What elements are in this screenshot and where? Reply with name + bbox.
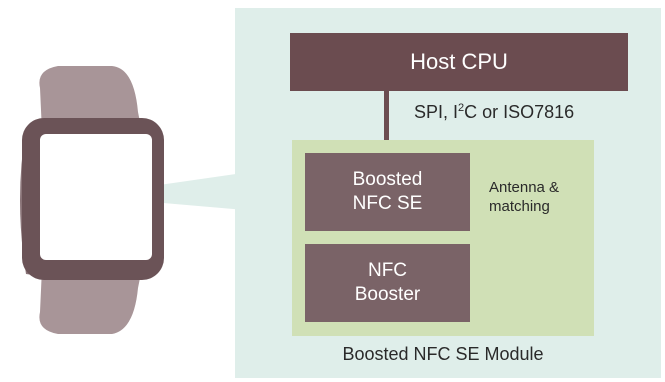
- bus-label-prefix: SPI, I: [414, 102, 459, 122]
- host-cpu-box: Host CPU: [290, 33, 628, 91]
- bus-connector-line: [384, 91, 389, 141]
- host-cpu-label: Host CPU: [410, 49, 508, 74]
- antenna-label-line2: matching: [489, 198, 550, 215]
- module-caption: Boosted NFC SE Module: [342, 344, 544, 364]
- booster-label-line1: NFC: [367, 260, 408, 281]
- se-label-line2: NFC SE: [352, 193, 423, 214]
- callout-wedge: [82, 166, 292, 214]
- bus-label: SPI, I2C or ISO7816: [414, 102, 574, 123]
- bus-label-superscript: 2: [458, 102, 465, 114]
- antenna-matching-label: Antenna & matching: [489, 178, 559, 216]
- nfc-booster-box: NFC Booster: [305, 244, 470, 322]
- boosted-nfc-se-box: Boosted NFC SE: [305, 153, 470, 231]
- watch-strap-top: [39, 66, 143, 132]
- booster-label-line2: Booster: [354, 284, 421, 305]
- bus-label-suffix: C or ISO7816: [464, 102, 575, 122]
- se-label-line1: Boosted: [352, 169, 423, 190]
- antenna-label-line1: Antenna &: [489, 179, 560, 196]
- watch-screen: [40, 134, 152, 260]
- watch-strap-bottom: [39, 268, 142, 334]
